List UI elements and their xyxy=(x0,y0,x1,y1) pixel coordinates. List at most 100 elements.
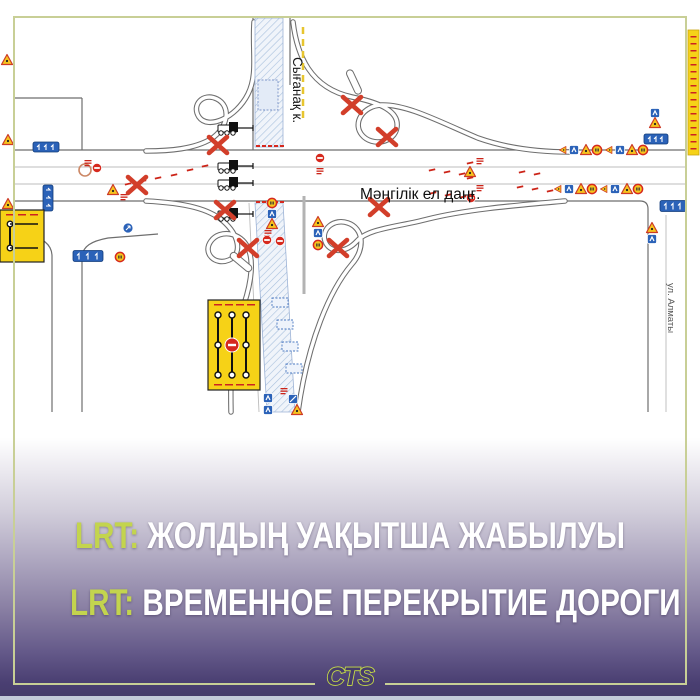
temp-red-marking xyxy=(458,172,466,176)
temp-red-marking xyxy=(546,189,554,193)
sign-speed-icon xyxy=(586,183,598,195)
sign-blue-sq-icon xyxy=(564,184,574,194)
sign-warn-icon xyxy=(1,197,15,210)
temp-red-marking xyxy=(170,173,178,177)
cts-logo: CTS xyxy=(326,662,377,692)
frame-border-right xyxy=(685,16,687,685)
lrt-station-outline xyxy=(257,79,279,111)
frame-border-bottom-right xyxy=(385,683,687,685)
sign-blue-sq-icon xyxy=(610,184,620,194)
sign-warn-icon xyxy=(106,183,120,196)
crossing-outline xyxy=(276,319,294,330)
temp-red-marking xyxy=(531,187,539,191)
temp-red-marking xyxy=(518,170,526,174)
ramp-outline xyxy=(295,198,568,415)
sign-warn-icon xyxy=(0,53,14,66)
sign-warn-icon xyxy=(265,217,279,230)
temp-red-marking xyxy=(428,168,436,172)
sign-warn-sm-icon xyxy=(605,146,613,154)
sign-blue-sq-icon xyxy=(650,108,660,118)
temp-red-marking xyxy=(186,168,194,172)
lrt-prefix-1: LRT: xyxy=(74,515,140,556)
sign-redtext-icon xyxy=(476,185,484,192)
sign-lane-sign-icon xyxy=(643,133,669,145)
temp-red-marking xyxy=(429,191,437,195)
sign-lane-sign-icon xyxy=(659,200,687,212)
temp-red-marking xyxy=(444,193,452,197)
sign-redtext-icon xyxy=(280,388,288,395)
sign-warn-icon xyxy=(1,133,15,146)
temp-red-marking xyxy=(466,161,474,165)
label-street-top: Сығанақ к. xyxy=(290,57,305,123)
circle-marking xyxy=(78,163,92,177)
detour-board-center xyxy=(207,299,261,391)
sign-no-entry-icon xyxy=(315,153,325,163)
ramp-surface xyxy=(291,20,572,154)
cts-logo-text: CTS xyxy=(327,663,375,691)
band-end-marking xyxy=(256,145,260,147)
band-end-marking xyxy=(280,201,284,203)
traffic-island xyxy=(345,69,363,95)
sign-no-entry-icon xyxy=(275,236,285,246)
sign-warn-icon xyxy=(645,221,659,234)
band-end-marking xyxy=(262,201,266,203)
sign-blue-sq-icon xyxy=(263,393,273,403)
band-end-marking xyxy=(274,145,278,147)
traffic-scheme: Сығанақ к. Мәңгілік ел даңғ. ул. Алматы xyxy=(0,17,700,416)
sign-speed-icon xyxy=(591,144,603,156)
temp-red-marking xyxy=(443,170,451,174)
closure-x-icon xyxy=(125,174,149,196)
sign-no-entry-icon xyxy=(262,235,272,245)
sign-speed-icon xyxy=(114,251,126,263)
sign-warn-icon xyxy=(311,215,325,228)
sign-no-entry-icon xyxy=(92,163,102,173)
sign-warn-sm-icon xyxy=(559,146,567,154)
sign-lane-sign-v-icon xyxy=(42,184,54,212)
temp-red-marking xyxy=(201,164,209,168)
detour-board-left xyxy=(0,209,45,263)
sign-redtext-icon xyxy=(316,168,324,175)
closure-x-icon xyxy=(326,237,350,259)
sign-lane-sign-icon xyxy=(32,141,60,153)
crossing-outline xyxy=(285,363,303,374)
label-street-right: ул. Алматы xyxy=(665,283,676,333)
headline-kazakh: LRT: ЖОЛДЫҢ УАҚЫТША ЖАБЫЛУЫ xyxy=(70,515,630,557)
sign-speed-icon xyxy=(637,144,649,156)
crossing-outline xyxy=(271,297,289,308)
ramp-surface xyxy=(144,20,256,153)
traffic-scheme-map: Сығанақ к. Мәңгілік ел даңғ. ул. Алматы xyxy=(0,17,700,416)
sign-warn-icon xyxy=(625,143,639,156)
sign-warn-sm-icon xyxy=(600,185,608,193)
construction-truck-icon xyxy=(217,160,254,174)
sign-warn-icon xyxy=(648,116,662,129)
temp-red-marking xyxy=(124,182,132,186)
sign-redtext-icon xyxy=(120,194,128,201)
sign-redtext-icon xyxy=(476,158,484,165)
temp-red-marking xyxy=(533,172,541,176)
sign-blue-sq-icon xyxy=(647,234,657,244)
headline-russian: LRT: ВРЕМЕННОЕ ПЕРЕКРЫТИЕ ДОРОГИ xyxy=(70,582,681,624)
sign-blue-sq-icon xyxy=(267,209,277,219)
sign-redtext-icon xyxy=(84,160,92,167)
temp-red-marking xyxy=(154,176,162,180)
traffic-island xyxy=(229,251,253,273)
bottom-edge-strip xyxy=(0,696,700,700)
sign-blue-slash-icon xyxy=(288,394,298,404)
sign-blue-sq-icon xyxy=(263,405,273,415)
notice-strip-right xyxy=(687,29,700,156)
headline-kazakh-text: ЖОЛДЫҢ УАҚЫТША ЖАБЫЛУЫ xyxy=(139,515,626,556)
sign-speed-icon xyxy=(632,183,644,195)
temp-red-marking xyxy=(516,185,524,189)
sign-no-entry-icon xyxy=(466,193,476,203)
band-end-marking xyxy=(268,145,272,147)
temp-red-marking xyxy=(459,195,467,199)
construction-truck-icon xyxy=(217,177,254,191)
sign-blue-sq-icon xyxy=(569,145,579,155)
frame-border-bottom-left xyxy=(13,683,315,685)
lrt-prefix-2: LRT: xyxy=(70,582,135,623)
sign-blue-sq-icon xyxy=(615,145,625,155)
sign-warn-sm-icon xyxy=(554,185,562,193)
sign-speed-icon xyxy=(312,239,324,251)
ramp-surface xyxy=(296,199,567,414)
